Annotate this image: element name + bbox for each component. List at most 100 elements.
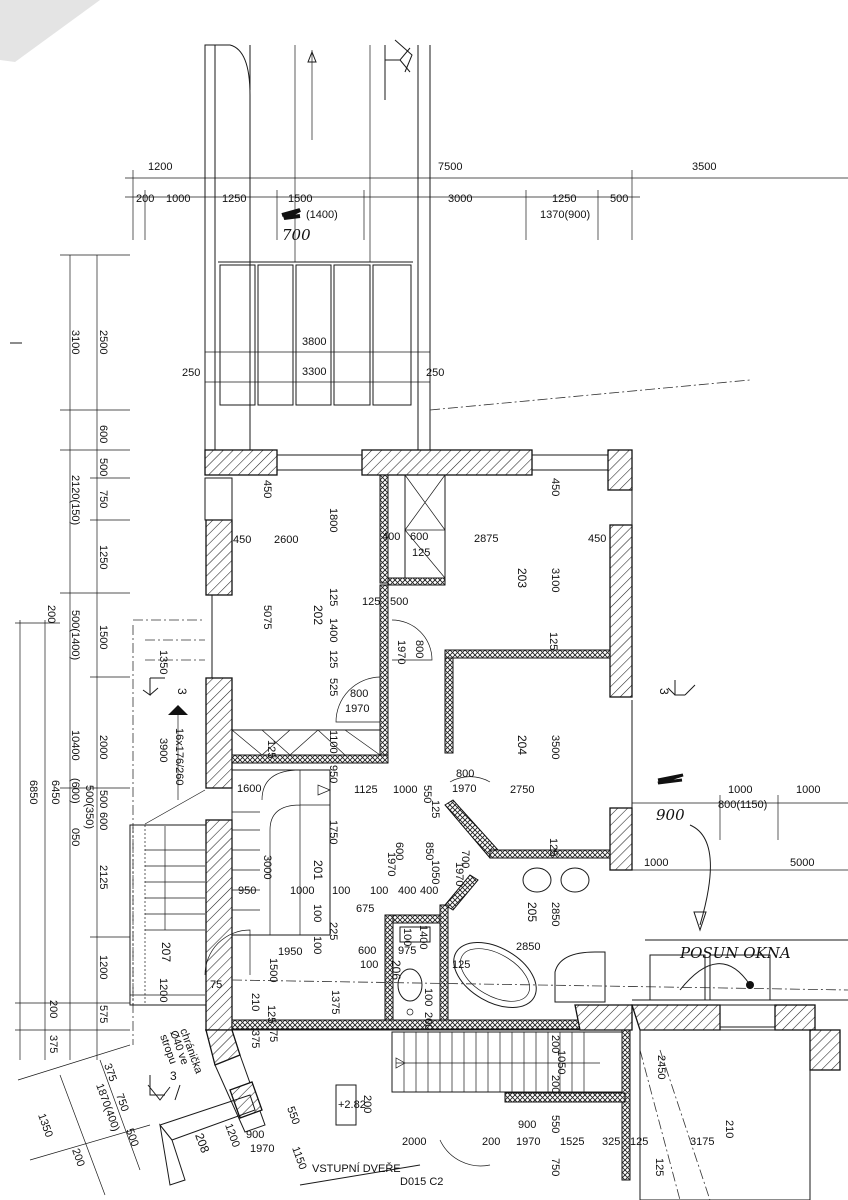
dimension-label: 600: [358, 945, 376, 957]
dimension-label: 700: [459, 850, 471, 868]
dimension-label: 1350: [157, 650, 169, 674]
dimension-label: 3900: [157, 738, 169, 762]
dimension-label: 975: [398, 945, 416, 957]
dimension-label: 400: [382, 531, 400, 543]
bathroom-fixtures: [231, 867, 848, 1016]
dimension-label: 500(350): [83, 785, 95, 829]
room-number: 204: [515, 735, 529, 755]
section-marker-top: [384, 39, 413, 100]
dimension-label: 1400: [327, 618, 339, 642]
partition-walls: [231, 474, 848, 1181]
handwritten-note: POSUN OKNA: [679, 944, 791, 962]
dimension-label: 2000: [97, 735, 109, 759]
dimension-label: 1500: [288, 193, 312, 205]
dimension-label: 1350: [35, 1112, 55, 1139]
dimension-label: 750: [113, 1092, 131, 1113]
dimension-label: 1250: [222, 193, 246, 205]
dimension-label: 375: [47, 1035, 59, 1053]
dimension-label: 800: [350, 688, 368, 700]
dimension-label: 800: [456, 768, 474, 780]
dimension-label: 200: [69, 1147, 87, 1168]
dimension-label: 2120(150): [69, 475, 81, 525]
dimension-label: 600: [97, 425, 109, 443]
dimension-label: 325: [602, 1136, 620, 1148]
dimension-label: 2500: [97, 330, 109, 354]
dimension-label: 450: [261, 480, 273, 498]
dimension-label: 210: [249, 993, 261, 1011]
dimension-label: 125: [265, 1005, 277, 1023]
dimension-label: 750: [549, 1158, 561, 1176]
dimension-label: 2750: [510, 784, 534, 796]
dimension-label: 1970: [250, 1143, 274, 1155]
dimension-label: 1000: [728, 784, 752, 796]
room-number: 202: [311, 605, 325, 625]
dimension-label: 1000: [166, 193, 190, 205]
dimension-label: 1000: [644, 857, 668, 869]
room-number: 201: [311, 860, 325, 880]
dimension-label: 75: [210, 979, 222, 991]
dimension-label: 1400: [417, 925, 429, 949]
dimension-label: 125: [412, 547, 430, 559]
dimension-label: 750: [97, 490, 109, 508]
dimension-label: 3175: [690, 1136, 714, 1148]
dimension-label: 1525: [560, 1136, 584, 1148]
dimension-label: 1000: [290, 885, 314, 897]
dimension-label: 500(1400): [69, 610, 81, 660]
handwritten-note: 900: [656, 806, 685, 824]
dimension-label: 125: [362, 596, 380, 608]
dimension-label: 100: [332, 885, 350, 897]
dimension-label: 450: [233, 534, 251, 546]
dimension-label: 6850: [27, 780, 39, 804]
dimension-label: 200: [549, 1035, 561, 1053]
dimension-label: 600: [393, 842, 405, 860]
dimension-label: 500: [610, 193, 628, 205]
dimension-label: 3800: [302, 336, 326, 348]
dimension-label: 400: [398, 885, 416, 897]
dimension-label: 3000: [261, 855, 273, 879]
dimension-label: 100: [311, 936, 323, 954]
dimension-label: 1250: [97, 545, 109, 569]
dimension-label: 200: [47, 1000, 59, 1018]
dimension-label: 1950: [278, 946, 302, 958]
dimension-label: 1600: [237, 783, 261, 795]
dimension-label: 125: [327, 650, 339, 668]
section-markers: [142, 677, 696, 800]
dimension-label: 1200: [222, 1122, 242, 1149]
dimension-label: (600): [69, 778, 81, 804]
dimension-label: 100: [370, 885, 388, 897]
dimension-label: 200: [482, 1136, 500, 1148]
dimension-label: 3100: [549, 568, 561, 592]
room-number: 205: [525, 902, 539, 922]
dimension-label: 2450: [655, 1055, 667, 1079]
wardrobes: [231, 474, 446, 756]
dimension-label: 125: [429, 800, 441, 818]
dimension-label: 3000: [448, 193, 472, 205]
dimension-label: 250: [182, 367, 200, 379]
dimension-label: 10400: [69, 730, 81, 761]
dimension-label: 210: [723, 1120, 735, 1138]
dimension-label: 100: [360, 959, 378, 971]
dimension-label: 200: [422, 1012, 434, 1030]
dimension-label: 200: [136, 193, 154, 205]
dimension-label: 675: [356, 903, 374, 915]
dimension-label: 2000: [402, 1136, 426, 1148]
dimension-label: 500: [390, 596, 408, 608]
dimension-label: 1050: [429, 860, 441, 884]
dimension-label: 125: [547, 632, 559, 650]
entrance-door-note: D015 C2: [400, 1176, 443, 1188]
dimension-label: 950: [238, 885, 256, 897]
dimension-label: 050: [69, 828, 81, 846]
handwritten-note: 700: [282, 226, 311, 244]
terrace: [204, 44, 751, 450]
dimension-label: 1200: [97, 955, 109, 979]
room-number: 206: [389, 960, 403, 980]
lower-stairs: [391, 1029, 841, 1200]
dimension-label: 1970: [452, 783, 476, 795]
dimension-label: 1970: [385, 852, 397, 876]
outer-walls: [204, 449, 633, 1031]
dimension-lines-top: [125, 170, 848, 383]
dimension-label: 375: [101, 1062, 119, 1083]
dimension-label: 550: [421, 785, 433, 803]
section-label: 3: [170, 1069, 177, 1083]
area-label: 5075: [261, 605, 273, 629]
